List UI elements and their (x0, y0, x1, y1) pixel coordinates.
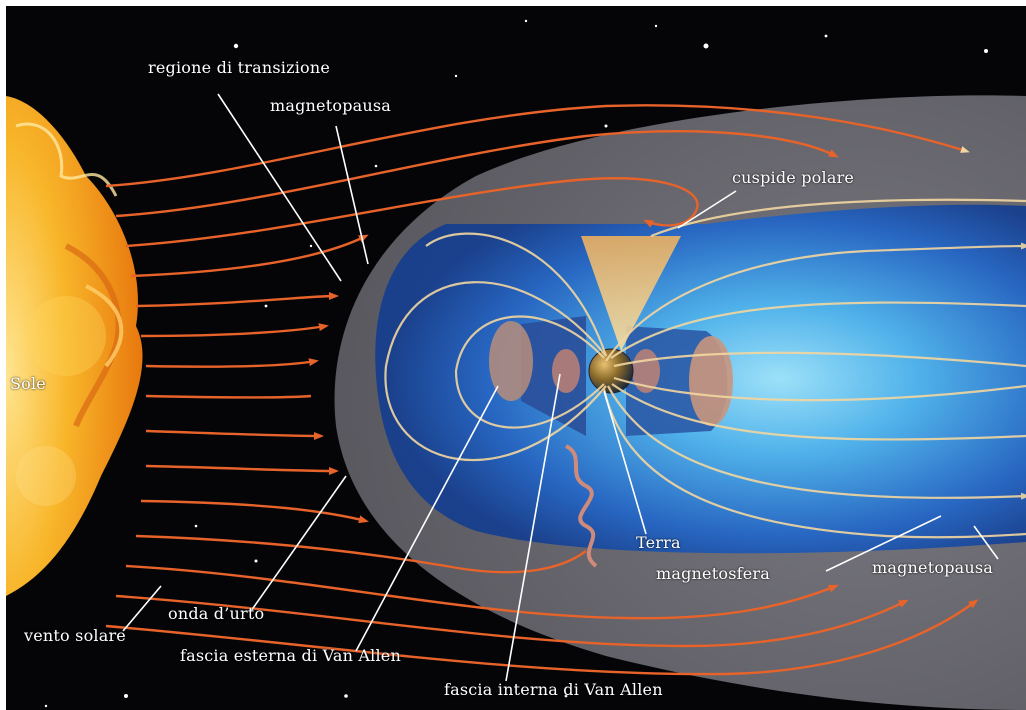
magnetosphere-diagram: regione di transizione magnetopausa cusp… (6, 6, 1026, 710)
label-magnetosphere: magnetosfera (656, 564, 770, 583)
leader-lines (122, 93, 999, 682)
solar-wind-lines (105, 104, 979, 676)
label-shock-wave: onda d’urto (168, 604, 265, 623)
label-inner-van-allen: fascia interna di Van Allen (444, 680, 663, 699)
label-magnetopause-top: magnetopausa (270, 96, 392, 115)
polar-cusp (581, 236, 681, 351)
van-allen-belts (489, 316, 733, 568)
sun (6, 96, 143, 596)
label-outer-van-allen: fascia esterna di Van Allen (180, 646, 401, 665)
label-transition-region: regione di transizione (148, 58, 331, 77)
label-polar-cusp: cuspide polare (732, 168, 855, 187)
label-sun: Sole (10, 374, 46, 393)
label-solar-wind: vento solare (24, 626, 126, 645)
diagram-canvas (6, 19, 1026, 710)
field-lines (384, 198, 1026, 539)
label-earth: Terra (636, 533, 681, 552)
label-magnetopause-right: magnetopausa (872, 558, 994, 577)
